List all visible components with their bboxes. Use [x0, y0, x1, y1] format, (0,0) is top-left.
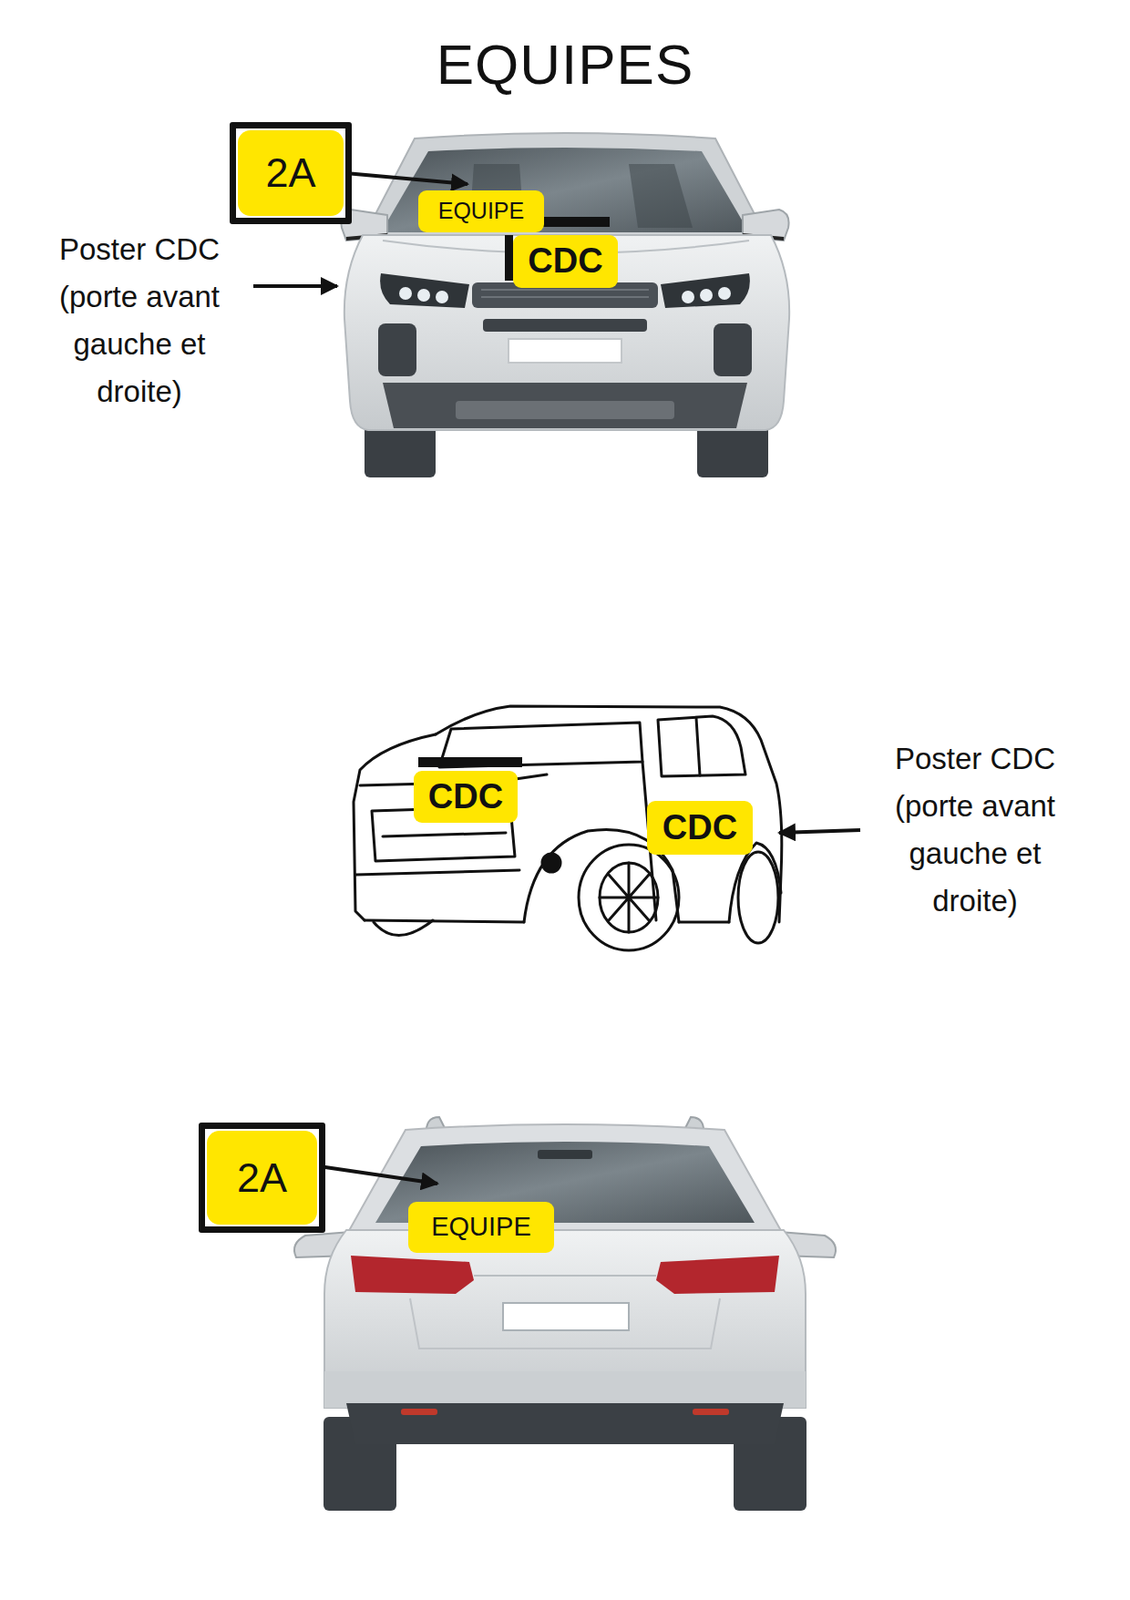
leader-arrows-part	[345, 173, 468, 185]
front-car-part	[382, 382, 748, 429]
side-car-sketch-part	[696, 718, 700, 776]
rear-car-part	[324, 1230, 806, 1408]
rear-car-part	[346, 1403, 784, 1445]
front-car-part	[713, 323, 752, 377]
leader-arrows	[253, 173, 861, 1184]
front-car-part	[699, 288, 713, 302]
front-car-part	[344, 235, 790, 431]
side-car-sketch-part	[382, 832, 506, 837]
sticker-label: EQUIPE	[418, 190, 545, 233]
rear-car	[294, 1117, 836, 1511]
side-car-sketch-part	[599, 862, 658, 933]
front-car-part	[380, 147, 750, 233]
front-car-part	[718, 287, 731, 300]
side-car-sketch-part	[657, 716, 746, 777]
front-car-part	[380, 273, 470, 309]
leader-arrows-part	[779, 830, 861, 833]
sticker-text: CDC	[428, 778, 504, 817]
side-car-sketch-part	[578, 844, 679, 951]
front-car-part	[455, 400, 675, 420]
rear-car-part	[473, 1274, 657, 1277]
front-car-part	[378, 323, 417, 377]
page-title: EQUIPES	[0, 30, 1130, 99]
poster-note: Poster CDC (porte avant gauche et droite…	[34, 226, 245, 416]
front-car-part	[482, 318, 648, 332]
sticker-text: EQUIPE	[431, 1212, 532, 1243]
rear-car-part	[350, 1255, 474, 1295]
rear-car-part	[692, 1408, 730, 1416]
poster-note: Poster CDC (porte avant gauche et droite…	[870, 735, 1080, 925]
leader-arrows-part	[253, 284, 338, 288]
sticker-text: CDC	[662, 809, 738, 848]
front-car	[340, 133, 790, 478]
front-car-part	[660, 273, 750, 309]
front-car-part	[417, 288, 431, 302]
front-car-part	[362, 133, 768, 239]
sticker-label: CDC	[413, 770, 518, 823]
sticker-text: 2A	[237, 130, 344, 216]
side-car-sketch-part	[355, 870, 520, 875]
side-car-sketch-part	[364, 920, 524, 923]
front-car-part	[628, 164, 693, 228]
sticker-label: CDC	[647, 801, 753, 855]
rear-car-part	[537, 1150, 593, 1160]
rear-car-part	[410, 1298, 720, 1349]
side-car-sketch	[353, 706, 782, 951]
sticker-label: EQUIPE	[408, 1201, 555, 1254]
front-car-part	[504, 235, 514, 281]
rear-car-part	[503, 1303, 629, 1331]
side-car-sketch-part	[373, 920, 433, 936]
sticker-label: CDC	[513, 235, 618, 288]
rear-car-part	[400, 1408, 438, 1416]
front-car-part	[481, 289, 649, 298]
side-car-sketch-part	[678, 921, 730, 925]
sticker-text: 2A	[206, 1130, 318, 1225]
side-car-sketch-part	[418, 757, 523, 768]
sticker-square: 2A	[198, 1122, 326, 1233]
side-car-sketch-part	[738, 852, 779, 944]
front-car-part	[508, 339, 622, 363]
side-car-sketch-part	[729, 842, 781, 923]
front-car-part	[681, 290, 695, 304]
front-car-part	[435, 290, 449, 304]
sticker-square: 2A	[229, 122, 352, 225]
leader-arrows-part	[318, 1166, 438, 1184]
front-car-part	[399, 287, 412, 300]
rear-car-part	[324, 1371, 806, 1408]
sticker-text: EQUIPE	[438, 198, 524, 225]
rear-car-part	[656, 1255, 780, 1295]
side-car-sketch-part	[599, 862, 658, 933]
sticker-text: CDC	[527, 242, 603, 281]
side-car-sketch-part	[542, 853, 561, 873]
